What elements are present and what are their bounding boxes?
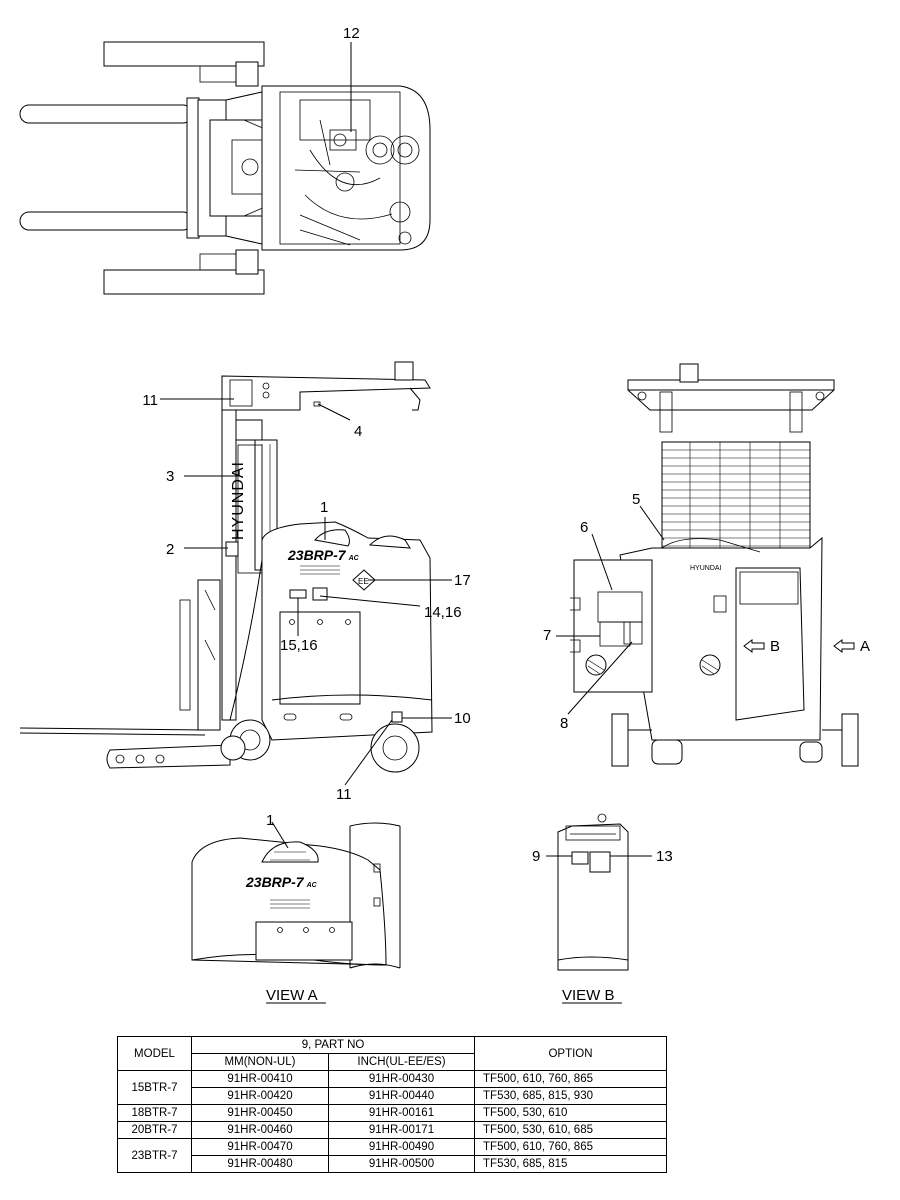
model-cell: 18BTR-7 <box>117 1104 192 1122</box>
ce-mark: EE <box>358 577 369 586</box>
callout-3: 3 <box>166 468 174 485</box>
callout-1: 1 <box>320 499 328 516</box>
callout-4: 4 <box>354 423 362 440</box>
inch-part-cell: 91HR-00500 <box>327 1155 476 1173</box>
callout-11-top: 11 <box>142 392 158 409</box>
header-model: MODEL <box>117 1036 192 1071</box>
model-cell: 15BTR-7 <box>117 1070 192 1105</box>
model-cell: 23BTR-7 <box>117 1138 192 1173</box>
mm-part-cell: 91HR-00450 <box>191 1104 329 1122</box>
hyundai-rear-decal: HYUNDAI <box>690 565 722 572</box>
arrow-label-b: B <box>770 638 780 655</box>
option-cell: TF500, 530, 610, 685 <box>474 1121 668 1139</box>
callout-10: 10 <box>454 710 471 727</box>
inch-part-cell: 91HR-00171 <box>327 1121 476 1139</box>
table-row: 91HR-00420 91HR-00440 TF530, 685, 815, 9… <box>118 1087 668 1105</box>
callout-2: 2 <box>166 541 174 558</box>
inch-part-cell: 91HR-00161 <box>327 1104 476 1122</box>
mm-part-cell: 91HR-00470 <box>191 1138 329 1156</box>
callout-14-16: 14,16 <box>424 604 462 621</box>
callout-8: 8 <box>560 715 568 732</box>
mm-part-cell: 91HR-00480 <box>191 1155 329 1173</box>
callout-11-bottom: 11 <box>336 786 352 803</box>
mm-part-cell: 91HR-00460 <box>191 1121 329 1139</box>
option-cell: TF530, 685, 815, 930 <box>474 1087 668 1105</box>
callout-13: 13 <box>656 848 673 865</box>
table-row: 18BTR-7 91HR-00450 91HR-00161 TF500, 530… <box>117 1104 668 1122</box>
hyundai-mast-decal: HYUNDAI <box>230 461 247 540</box>
callout-9: 9 <box>532 848 540 865</box>
mm-part-cell: 91HR-00410 <box>191 1070 329 1088</box>
option-cell: TF500, 610, 760, 865 <box>474 1138 668 1156</box>
callout-15-16: 15,16 <box>280 637 318 654</box>
callout-6: 6 <box>580 519 588 536</box>
option-cell: TF500, 610, 760, 865 <box>474 1070 668 1088</box>
callout-1-view-a: 1 <box>266 812 274 829</box>
rear-view: HYUNDAI <box>556 363 859 767</box>
table-row: 20BTR-7 91HR-00460 91HR-00171 TF500, 530… <box>117 1121 668 1139</box>
table-row: 91HR-00480 91HR-00500 TF530, 685, 815 <box>118 1155 668 1173</box>
arrow-label-a: A <box>860 638 870 655</box>
model-cell: 20BTR-7 <box>117 1121 192 1139</box>
inch-part-cell: 91HR-00490 <box>327 1138 476 1156</box>
part-number-table: MODEL 9, PART NO OPTION MM(NON-UL) INCH(… <box>117 1036 668 1173</box>
table-row: 23BTR-7 91HR-00470 91HR-00490 TF500, 610… <box>117 1138 668 1173</box>
callout-7: 7 <box>543 627 551 644</box>
mm-part-cell: 91HR-00420 <box>191 1087 329 1105</box>
header-option: OPTION <box>474 1036 668 1071</box>
inch-part-cell: 91HR-00440 <box>327 1087 476 1105</box>
callout-17: 17 <box>454 572 471 589</box>
view-a-label: VIEW A <box>266 987 318 1004</box>
table-row: 15BTR-7 91HR-00410 91HR-00430 TF500, 610… <box>117 1070 668 1105</box>
option-cell: TF530, 685, 815 <box>474 1155 668 1173</box>
callout-numbers: 12 11 4 3 1 2 17 14,16 15,16 10 11 5 6 7… <box>142 25 870 1004</box>
view-b-label: VIEW B <box>562 987 615 1004</box>
header-mm: MM(NON-UL) <box>191 1053 329 1071</box>
top-view <box>19 41 431 295</box>
header-part-no: 9, PART NO <box>190 1036 476 1054</box>
callout-12: 12 <box>343 25 360 42</box>
inch-part-cell: 91HR-00430 <box>327 1070 476 1088</box>
view-b-detail <box>546 813 652 1004</box>
callout-5: 5 <box>632 491 640 508</box>
header-inch: INCH(UL-EE/ES) <box>327 1053 476 1071</box>
option-cell: TF500, 530, 610 <box>474 1104 668 1122</box>
